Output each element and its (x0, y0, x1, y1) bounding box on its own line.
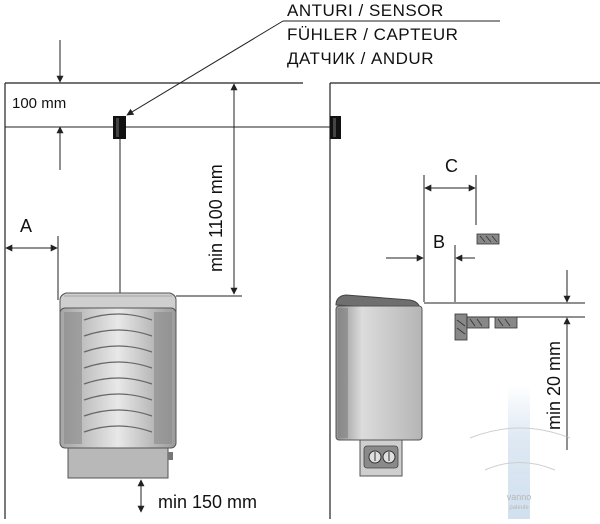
sensor-callout-leader (126, 20, 284, 116)
floor-gap-label: min 150 mm (158, 492, 257, 512)
heater-front-base (67, 447, 169, 479)
heater-front-knob (168, 452, 173, 460)
heater-side (335, 294, 423, 477)
sensor-front-highlight (116, 118, 119, 137)
side-view: C B min 20 mm (329, 82, 600, 519)
sensor-side-highlight (333, 118, 336, 137)
side-clearance-label: min 20 mm (544, 341, 564, 430)
heater-front-right-panel (154, 312, 172, 444)
watermark-text: vanno (507, 492, 532, 502)
title-line-1: ANTURI / SENSOR (287, 1, 444, 20)
heater-side-edge (338, 308, 348, 438)
watermark: vanno paleule (469, 385, 571, 519)
sensor-height-label: min 1100 mm (206, 164, 226, 272)
heater-front-top (59, 292, 177, 313)
top-gap-label: 100 mm (12, 95, 66, 112)
sensor-title-block: ANTURI / SENSOR FÜHLER / CAPTEUR ДАТЧИК … (287, 1, 458, 68)
front-view: 100 mm min 1100 mm A (4, 20, 500, 519)
sensor-block-upper-hatch (479, 235, 498, 243)
sensor-blocks-lower (454, 313, 518, 341)
heater-louvers (83, 313, 153, 433)
watermark-subtext: paleule (509, 505, 529, 511)
title-line-3: ДАТЧИК / ANDUR (287, 49, 434, 68)
sensor-front (113, 116, 126, 139)
heater-front (59, 292, 177, 479)
watermark-arc-bottom (484, 462, 556, 471)
heater-side-body (335, 305, 423, 441)
watermark-arc-top (469, 427, 571, 439)
title-line-2: FÜHLER / CAPTEUR (287, 25, 458, 44)
side-gap-letter: A (20, 216, 32, 236)
dim-b-label: B (433, 232, 445, 252)
dim-c-label: C (445, 156, 458, 176)
watermark-bar (508, 385, 530, 519)
heater-front-left-panel (64, 312, 82, 444)
